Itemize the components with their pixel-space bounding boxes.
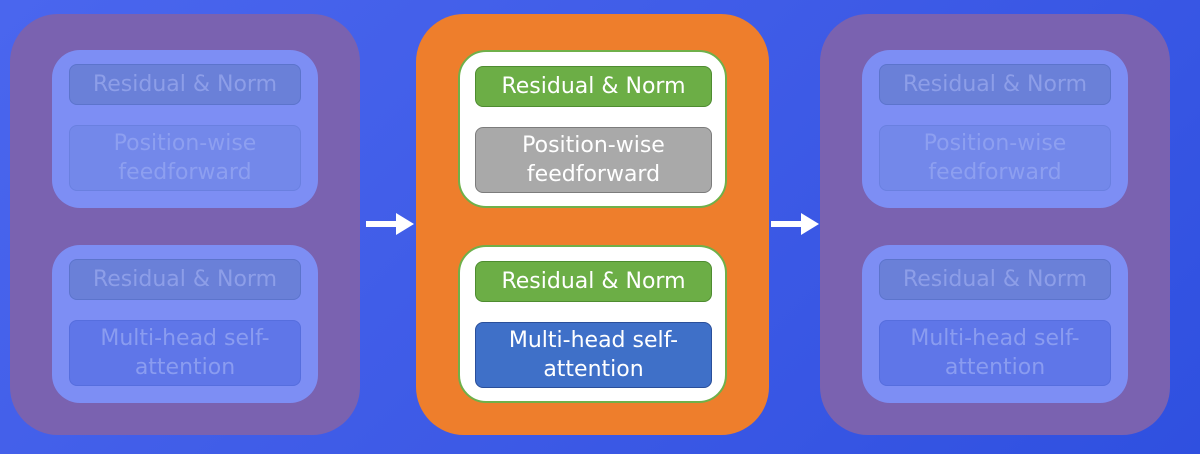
feedforward-sublayer: Residual & Norm Position-wise feedforwar… <box>458 50 727 208</box>
residual-norm-block: Residual & Norm <box>879 64 1111 105</box>
attention-sublayer: Residual & Norm Multi-head self-attentio… <box>52 245 318 403</box>
arrow-right-icon <box>366 213 414 235</box>
encoder-layer-current: Residual & Norm Position-wise feedforwar… <box>416 14 769 435</box>
feedforward-sublayer: Residual & Norm Position-wise feedforwar… <box>52 50 318 208</box>
self-attention-block: Multi-head self-attention <box>475 322 712 388</box>
self-attention-block: Multi-head self-attention <box>69 320 301 386</box>
encoder-layer-next: Residual & Norm Position-wise feedforwar… <box>820 14 1170 435</box>
feedforward-block: Position-wise feedforward <box>475 127 712 193</box>
feedforward-block: Position-wise feedforward <box>879 125 1111 191</box>
feedforward-block: Position-wise feedforward <box>69 125 301 191</box>
feedforward-sublayer: Residual & Norm Position-wise feedforwar… <box>862 50 1128 208</box>
attention-sublayer: Residual & Norm Multi-head self-attentio… <box>862 245 1128 403</box>
residual-norm-block: Residual & Norm <box>475 66 712 107</box>
residual-norm-block: Residual & Norm <box>69 259 301 300</box>
arrow-right-icon <box>771 213 819 235</box>
residual-norm-block: Residual & Norm <box>879 259 1111 300</box>
self-attention-block: Multi-head self-attention <box>879 320 1111 386</box>
attention-sublayer: Residual & Norm Multi-head self-attentio… <box>458 245 727 403</box>
encoder-layer-previous: Residual & Norm Position-wise feedforwar… <box>10 14 360 435</box>
residual-norm-block: Residual & Norm <box>69 64 301 105</box>
residual-norm-block: Residual & Norm <box>475 261 712 302</box>
